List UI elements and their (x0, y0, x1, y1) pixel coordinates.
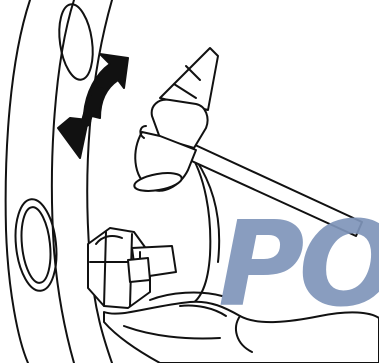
watermark-text: PO (218, 205, 379, 323)
